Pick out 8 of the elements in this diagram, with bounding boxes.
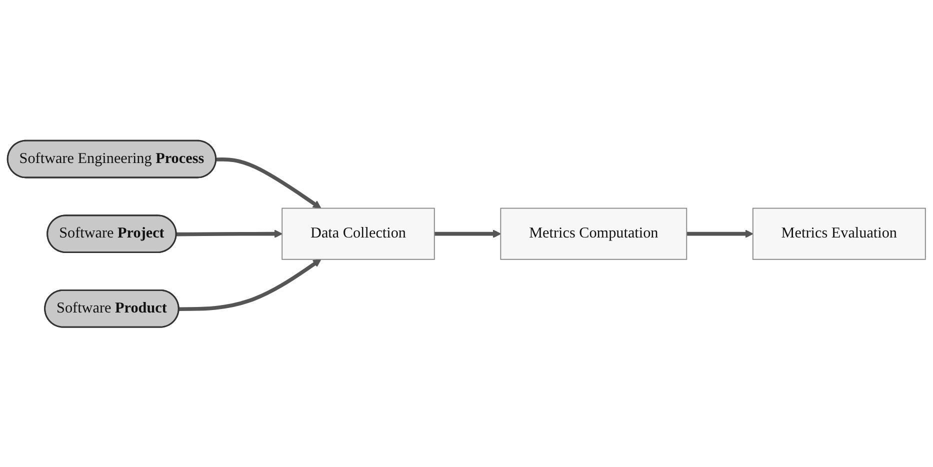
arrow: [686, 229, 754, 238]
arrow: [434, 229, 502, 238]
arrow: [216, 157, 322, 208]
node-box: Data Collection: [282, 207, 435, 260]
node-box: Metrics Evaluation: [752, 207, 926, 260]
arrow: [179, 258, 322, 311]
node-box: Metrics Computation: [500, 207, 688, 260]
arrow: [176, 229, 282, 238]
